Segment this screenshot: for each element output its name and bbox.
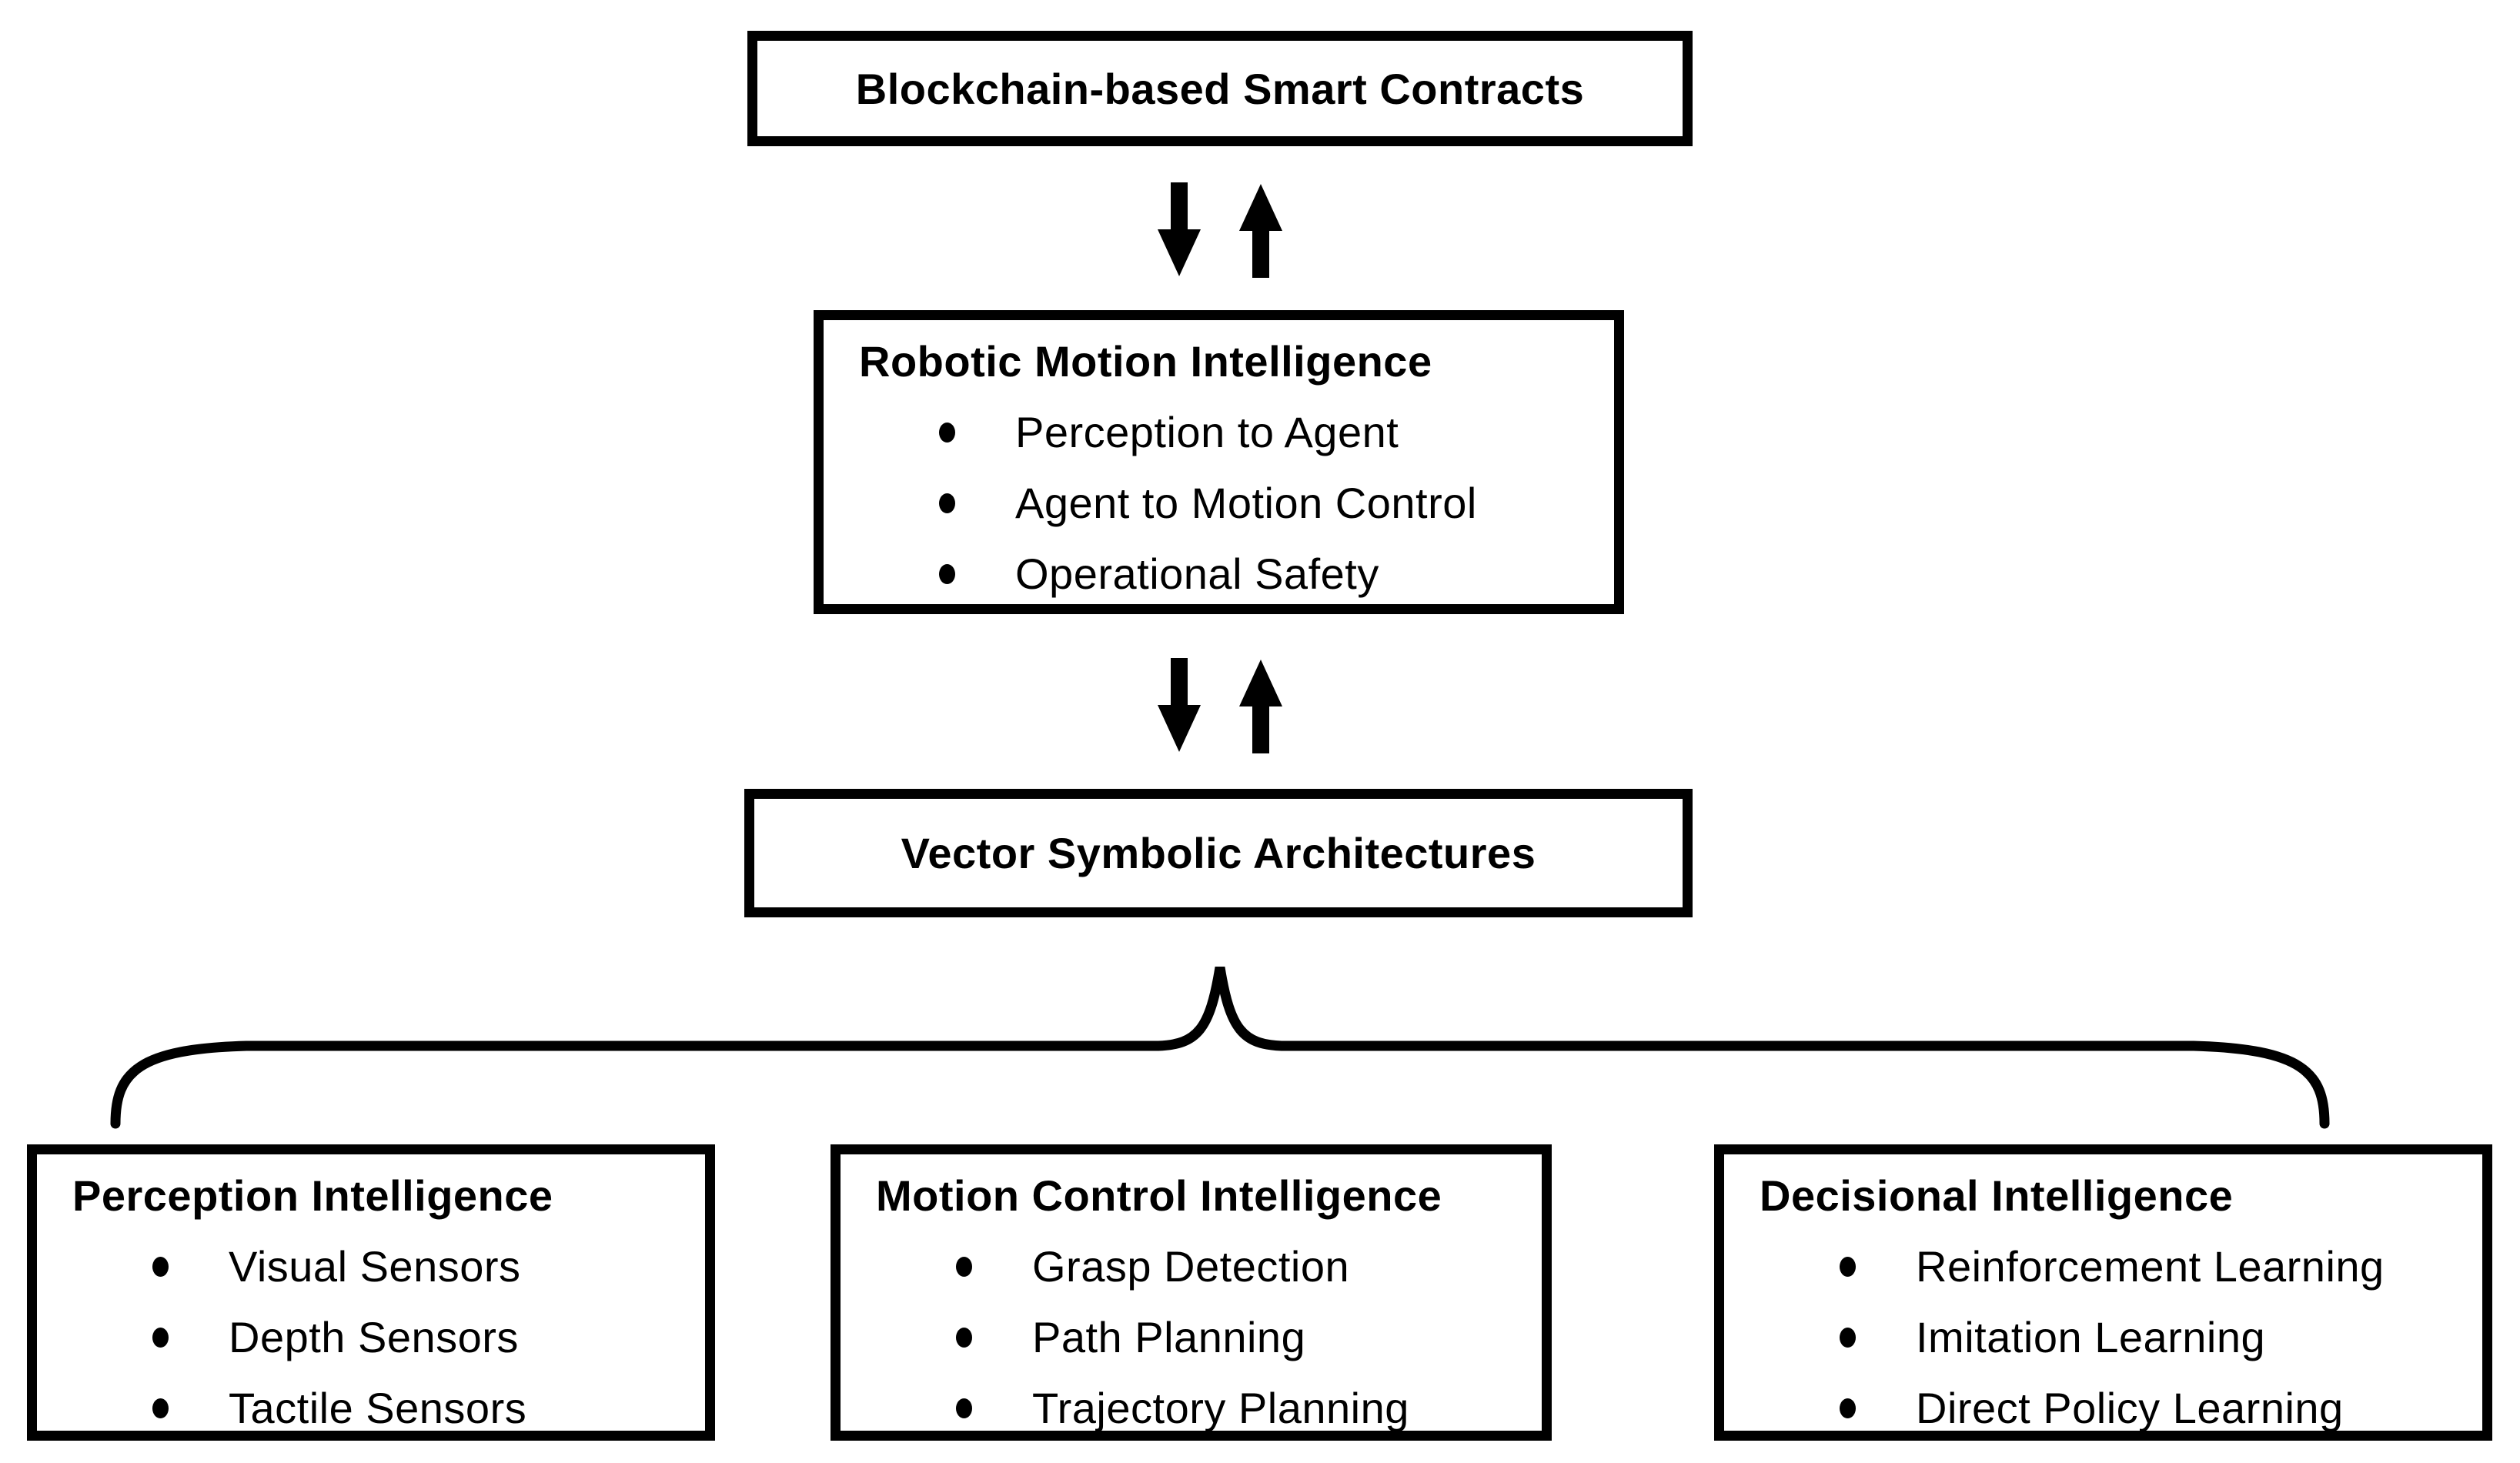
bullet-icon [956,1398,972,1418]
bullet-icon [956,1257,972,1277]
list-item: Tactile Sensors [37,1373,705,1444]
up-arrow-icon [1239,184,1282,278]
down-arrow-icon [1158,658,1201,752]
bullet-icon [152,1328,169,1348]
bullet-icon [152,1398,169,1418]
down-arrow-icon [1158,182,1201,276]
list-item: Imitation Learning [1724,1302,2482,1373]
list-item: Operational Safety [824,539,1614,610]
bidirectional-arrows-top [1130,179,1310,281]
bidirectional-arrows-bottom [1130,655,1310,757]
curly-brace-icon [108,957,2332,1130]
bullet-list: Visual Sensors Depth Sensors Tactile Sen… [37,1231,705,1444]
perception-intelligence-box: Perception Intelligence Visual Sensors D… [27,1144,715,1441]
list-item: Trajectory Planning [841,1373,1542,1444]
bullet-icon [939,493,955,513]
box-title: Motion Control Intelligence [876,1171,1442,1220]
bullet-icon [939,423,955,443]
box-title: Vector Symbolic Architectures [901,829,1536,877]
bullet-icon [1840,1257,1856,1277]
box-title: Blockchain-based Smart Contracts [855,64,1585,113]
vector-symbolic-architectures-box: Vector Symbolic Architectures [744,789,1693,917]
list-item: Direct Policy Learning [1724,1373,2482,1444]
list-item: Grasp Detection [841,1231,1542,1302]
decisional-intelligence-box: Decisional Intelligence Reinforcement Le… [1714,1144,2492,1441]
motion-control-intelligence-box: Motion Control Intelligence Grasp Detect… [831,1144,1552,1441]
up-arrow-icon [1239,660,1282,753]
bullet-list: Reinforcement Learning Imitation Learnin… [1724,1231,2482,1444]
box-title: Decisional Intelligence [1760,1171,2234,1220]
box-title: Robotic Motion Intelligence [859,337,1432,386]
list-item: Reinforcement Learning [1724,1231,2482,1302]
robotic-motion-intelligence-box: Robotic Motion Intelligence Perception t… [814,310,1624,614]
list-item: Path Planning [841,1302,1542,1373]
list-item: Visual Sensors [37,1231,705,1302]
bullet-list: Grasp Detection Path Planning Trajectory… [841,1231,1542,1444]
list-item: Depth Sensors [37,1302,705,1373]
bullet-icon [1840,1328,1856,1348]
bullet-list: Perception to Agent Agent to Motion Cont… [824,397,1614,610]
bullet-icon [939,564,955,584]
bullet-icon [1840,1398,1856,1418]
blockchain-smart-contracts-box: Blockchain-based Smart Contracts [747,31,1693,146]
list-item: Perception to Agent [824,397,1614,468]
bullet-icon [152,1257,169,1277]
box-title: Perception Intelligence [72,1171,553,1220]
bullet-icon [956,1328,972,1348]
list-item: Agent to Motion Control [824,468,1614,539]
